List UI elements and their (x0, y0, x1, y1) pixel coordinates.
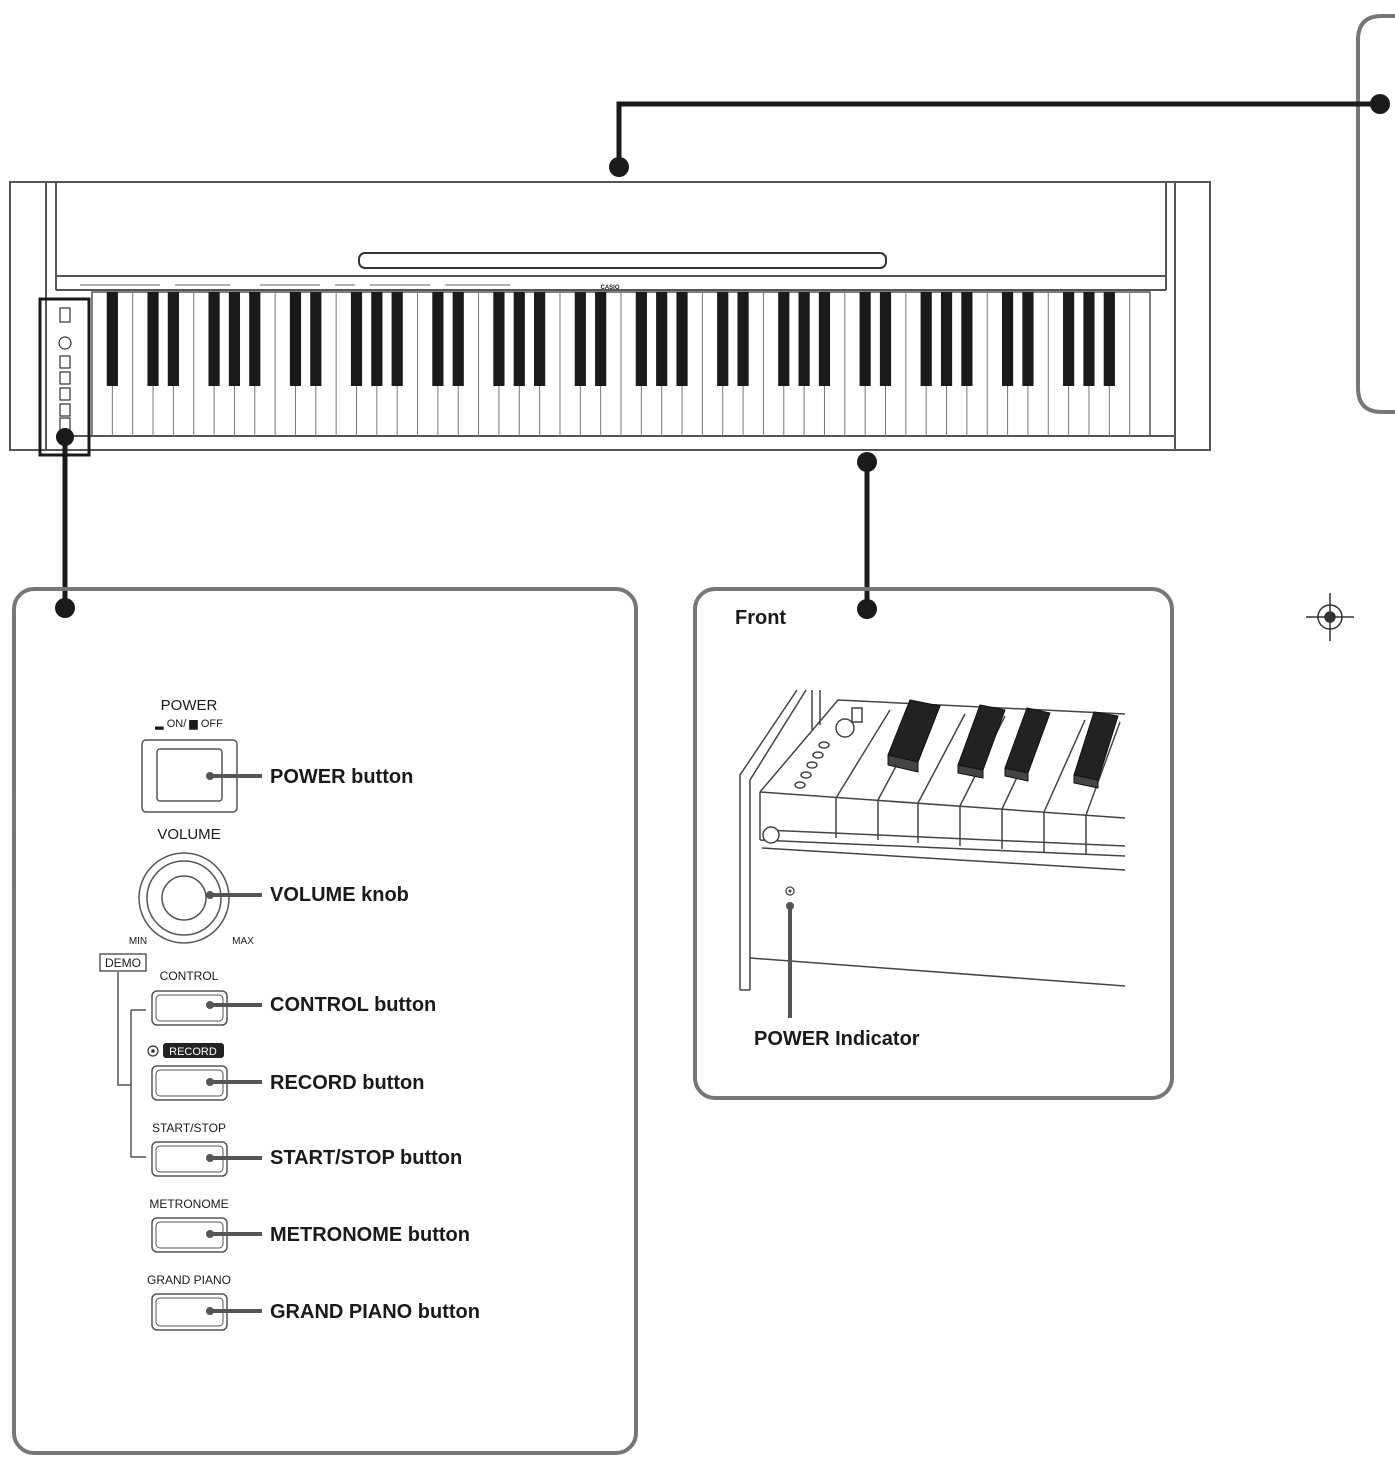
black-key (371, 292, 383, 386)
black-key (676, 292, 688, 386)
black-key (635, 292, 647, 386)
control-leader-bottom-dot (55, 598, 75, 618)
control-label: CONTROL (160, 969, 219, 983)
registration-mark-icon (1306, 593, 1354, 641)
metronome-button-callout: METRONOME button (270, 1224, 470, 1246)
record-button-callout: RECORD button (270, 1072, 424, 1094)
black-key (513, 292, 525, 386)
black-key (432, 292, 444, 386)
record-badge (163, 1043, 224, 1058)
demo-bracket (117, 972, 146, 1158)
volume-min-label: MIN (129, 936, 147, 947)
black-key (228, 292, 241, 386)
black-key (350, 292, 363, 386)
right-box-dot (1370, 94, 1390, 114)
right-callout-box (1356, 14, 1395, 414)
control-button-callout: CONTROL button (270, 994, 436, 1016)
control-leader-top-dot (56, 428, 74, 446)
black-key (493, 292, 505, 386)
black-key (1083, 292, 1095, 386)
front-title: Front (735, 607, 786, 629)
start-stop-label: START/STOP (152, 1121, 226, 1135)
black-key (595, 292, 607, 386)
black-key (961, 292, 973, 386)
front-box (693, 587, 1174, 1100)
volume-label: VOLUME (157, 826, 220, 843)
power-indicator-callout: POWER Indicator (754, 1028, 920, 1050)
black-key (534, 292, 546, 386)
volume-max-label: MAX (232, 936, 254, 947)
black-key (147, 292, 159, 386)
front-leader-top-dot (857, 452, 877, 472)
black-key (737, 292, 749, 386)
front-black-keys (887, 699, 1119, 789)
music-stand-leader (616, 101, 1380, 167)
demo-label: DEMO (105, 956, 141, 970)
start-stop-button-callout: START/STOP button (270, 1147, 462, 1169)
black-key (778, 292, 790, 386)
grand-piano-label: GRAND PIANO (147, 1273, 231, 1287)
black-key (310, 292, 322, 386)
black-key (391, 292, 403, 386)
demo-badge (99, 953, 147, 972)
black-key (798, 292, 810, 386)
black-key (452, 292, 464, 386)
black-key (1063, 292, 1075, 386)
music-stand-dot (609, 157, 629, 177)
record-label: RECORD (169, 1046, 217, 1058)
black-key (818, 292, 831, 386)
front-leader-bottom-dot (857, 599, 877, 619)
grand-piano-button-callout: GRAND PIANO button (270, 1301, 480, 1323)
control-strip-buttons (58, 307, 72, 431)
black-keys (106, 292, 1115, 386)
black-key (1001, 292, 1014, 386)
black-key (879, 292, 892, 386)
black-key (208, 292, 220, 386)
power-button-callout: POWER button (270, 766, 413, 788)
brand-logo: CASIO (600, 285, 619, 291)
volume-knob-callout: VOLUME knob (270, 884, 409, 906)
black-key (1022, 292, 1034, 386)
power-sub-label: ▂ ON/ ▆ OFF (154, 718, 223, 730)
black-key (940, 292, 953, 386)
black-key (859, 292, 871, 386)
black-key (249, 292, 261, 386)
control-panel-box (12, 587, 638, 1455)
music-stand (358, 252, 887, 269)
black-key (289, 292, 302, 386)
piano-body: CASIO (9, 181, 1211, 457)
black-key (656, 292, 668, 386)
black-key (920, 292, 932, 386)
black-key (1103, 292, 1115, 386)
metronome-label: METRONOME (149, 1197, 228, 1211)
black-key (106, 292, 118, 386)
power-label: POWER (161, 697, 218, 714)
black-key (574, 292, 586, 386)
front-perspective-illustration (739, 689, 1126, 991)
black-key (167, 292, 179, 386)
black-key (717, 292, 729, 386)
